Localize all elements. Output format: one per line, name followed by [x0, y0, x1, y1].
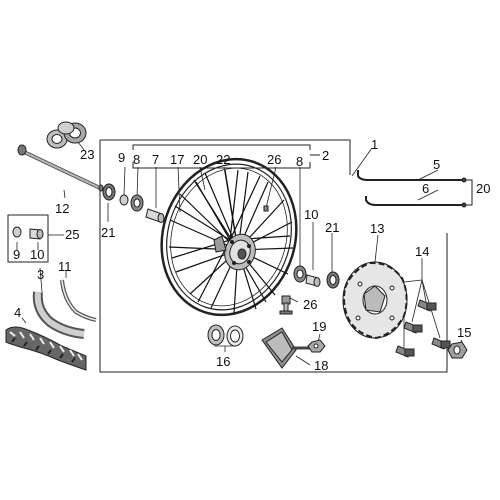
callout-8-left: 8 — [133, 152, 140, 167]
callout-2: 2 — [322, 148, 329, 163]
part-17-wheel-rim — [160, 157, 298, 317]
callout-7: 7 — [152, 152, 159, 167]
callout-6: 6 — [422, 181, 429, 196]
bracket-lines — [132, 144, 473, 206]
part-5-spoke — [357, 170, 467, 183]
callout-25: 25 — [65, 227, 79, 242]
callout-9-upper: 9 — [118, 150, 125, 165]
callout-9-boxed: 9 — [13, 247, 20, 262]
callout-5: 5 — [433, 157, 440, 172]
callout-26-top: 26 — [267, 152, 281, 167]
part-21-seal-right — [326, 271, 340, 289]
callout-19: 19 — [312, 319, 326, 334]
part-22-hub — [213, 233, 256, 271]
part-19-nut — [307, 339, 326, 353]
callout-8-right: 8 — [296, 154, 303, 169]
part-8-bearing-left — [130, 194, 144, 212]
part-11-rim-band — [60, 279, 97, 322]
callout-10-right: 10 — [304, 207, 318, 222]
assembly-frame — [7, 139, 448, 373]
part-18-rim-lock — [261, 327, 312, 369]
callout-labels: 1 2 3 4 5 6 7 8 8 9 9 10 10 11 12 13 14 … — [13, 137, 490, 373]
part-15-axle-nut — [447, 341, 468, 359]
part-26-valve-stem — [279, 295, 293, 315]
part-10-spacer-right — [305, 274, 321, 287]
callout-18: 18 — [314, 358, 328, 373]
part-7-spacer-tube — [145, 208, 165, 223]
callout-1: 1 — [371, 137, 378, 152]
part-21-seal-left — [102, 183, 116, 201]
part-3-inner-tube — [32, 291, 85, 339]
part-4-tyre — [5, 326, 87, 371]
callout-20-wheel: 20 — [193, 152, 207, 167]
callout-4: 4 — [14, 305, 21, 320]
part-14-bolts — [395, 299, 451, 358]
callout-21-left: 21 — [101, 225, 115, 240]
callout-11: 11 — [58, 259, 72, 274]
callout-16: 16 — [216, 354, 230, 369]
callout-20-right: 20 — [476, 181, 490, 196]
part-10-spacer-boxed — [29, 228, 44, 240]
callout-17: 17 — [170, 152, 184, 167]
part-26-nipple-valve — [263, 205, 269, 212]
part-6-spoke — [365, 196, 467, 208]
callout-21-right: 21 — [325, 220, 339, 235]
callout-23: 23 — [80, 147, 94, 162]
callout-14: 14 — [415, 244, 429, 259]
part-23-bearings — [46, 121, 87, 149]
callout-10-boxed: 10 — [30, 247, 44, 262]
part-8-bearing-right — [293, 265, 307, 283]
part-12-axle — [17, 144, 104, 192]
part-13-brake-disc — [342, 261, 408, 340]
part-16-washers — [207, 324, 244, 347]
callout-3: 3 — [37, 267, 44, 282]
part-9-spacer-boxed — [12, 226, 22, 238]
callout-22: 22 — [216, 152, 230, 167]
callout-12: 12 — [55, 201, 69, 216]
callout-13: 13 — [370, 221, 384, 236]
callout-26-lower: 26 — [303, 297, 317, 312]
part-9-spacer-left — [119, 194, 129, 206]
callout-15: 15 — [457, 325, 471, 340]
